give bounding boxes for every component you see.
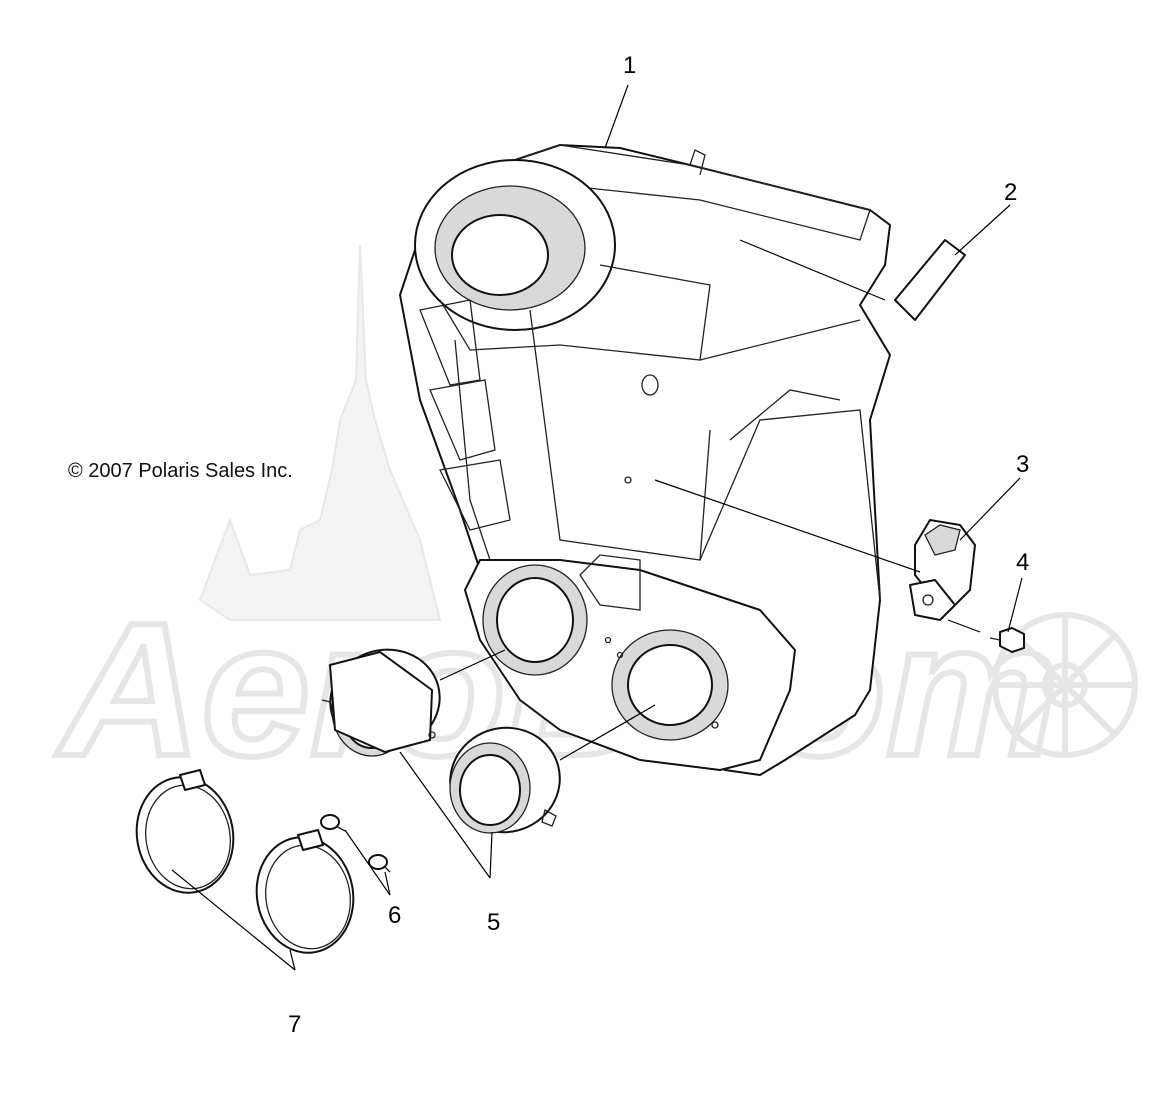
label-decal: [894, 239, 966, 321]
coupler-left: [321, 648, 441, 757]
clamp-lower: [255, 829, 355, 954]
bolt: [989, 627, 1025, 653]
watermark-tower: [198, 244, 442, 621]
leader-lines: [171, 84, 1023, 971]
callout-2: 2: [1004, 179, 1017, 206]
watermark-wheel: [992, 612, 1138, 758]
pins: [320, 814, 391, 873]
airbox: [399, 144, 891, 776]
callout-3: 3: [1016, 451, 1029, 478]
sensor: [909, 519, 976, 621]
copyright-text: © 2007 Polaris Sales Inc.: [68, 460, 293, 482]
callout-7: 7: [288, 1011, 301, 1038]
callout-5: 5: [487, 909, 500, 936]
clamp-upper: [135, 769, 235, 894]
callout-6: 6: [388, 902, 401, 929]
callout-1: 1: [623, 52, 636, 79]
callout-4: 4: [1016, 549, 1029, 576]
callout-labels: 1 2 3 4 5 6 7: [288, 52, 1029, 1038]
coupler-right: [449, 726, 561, 834]
